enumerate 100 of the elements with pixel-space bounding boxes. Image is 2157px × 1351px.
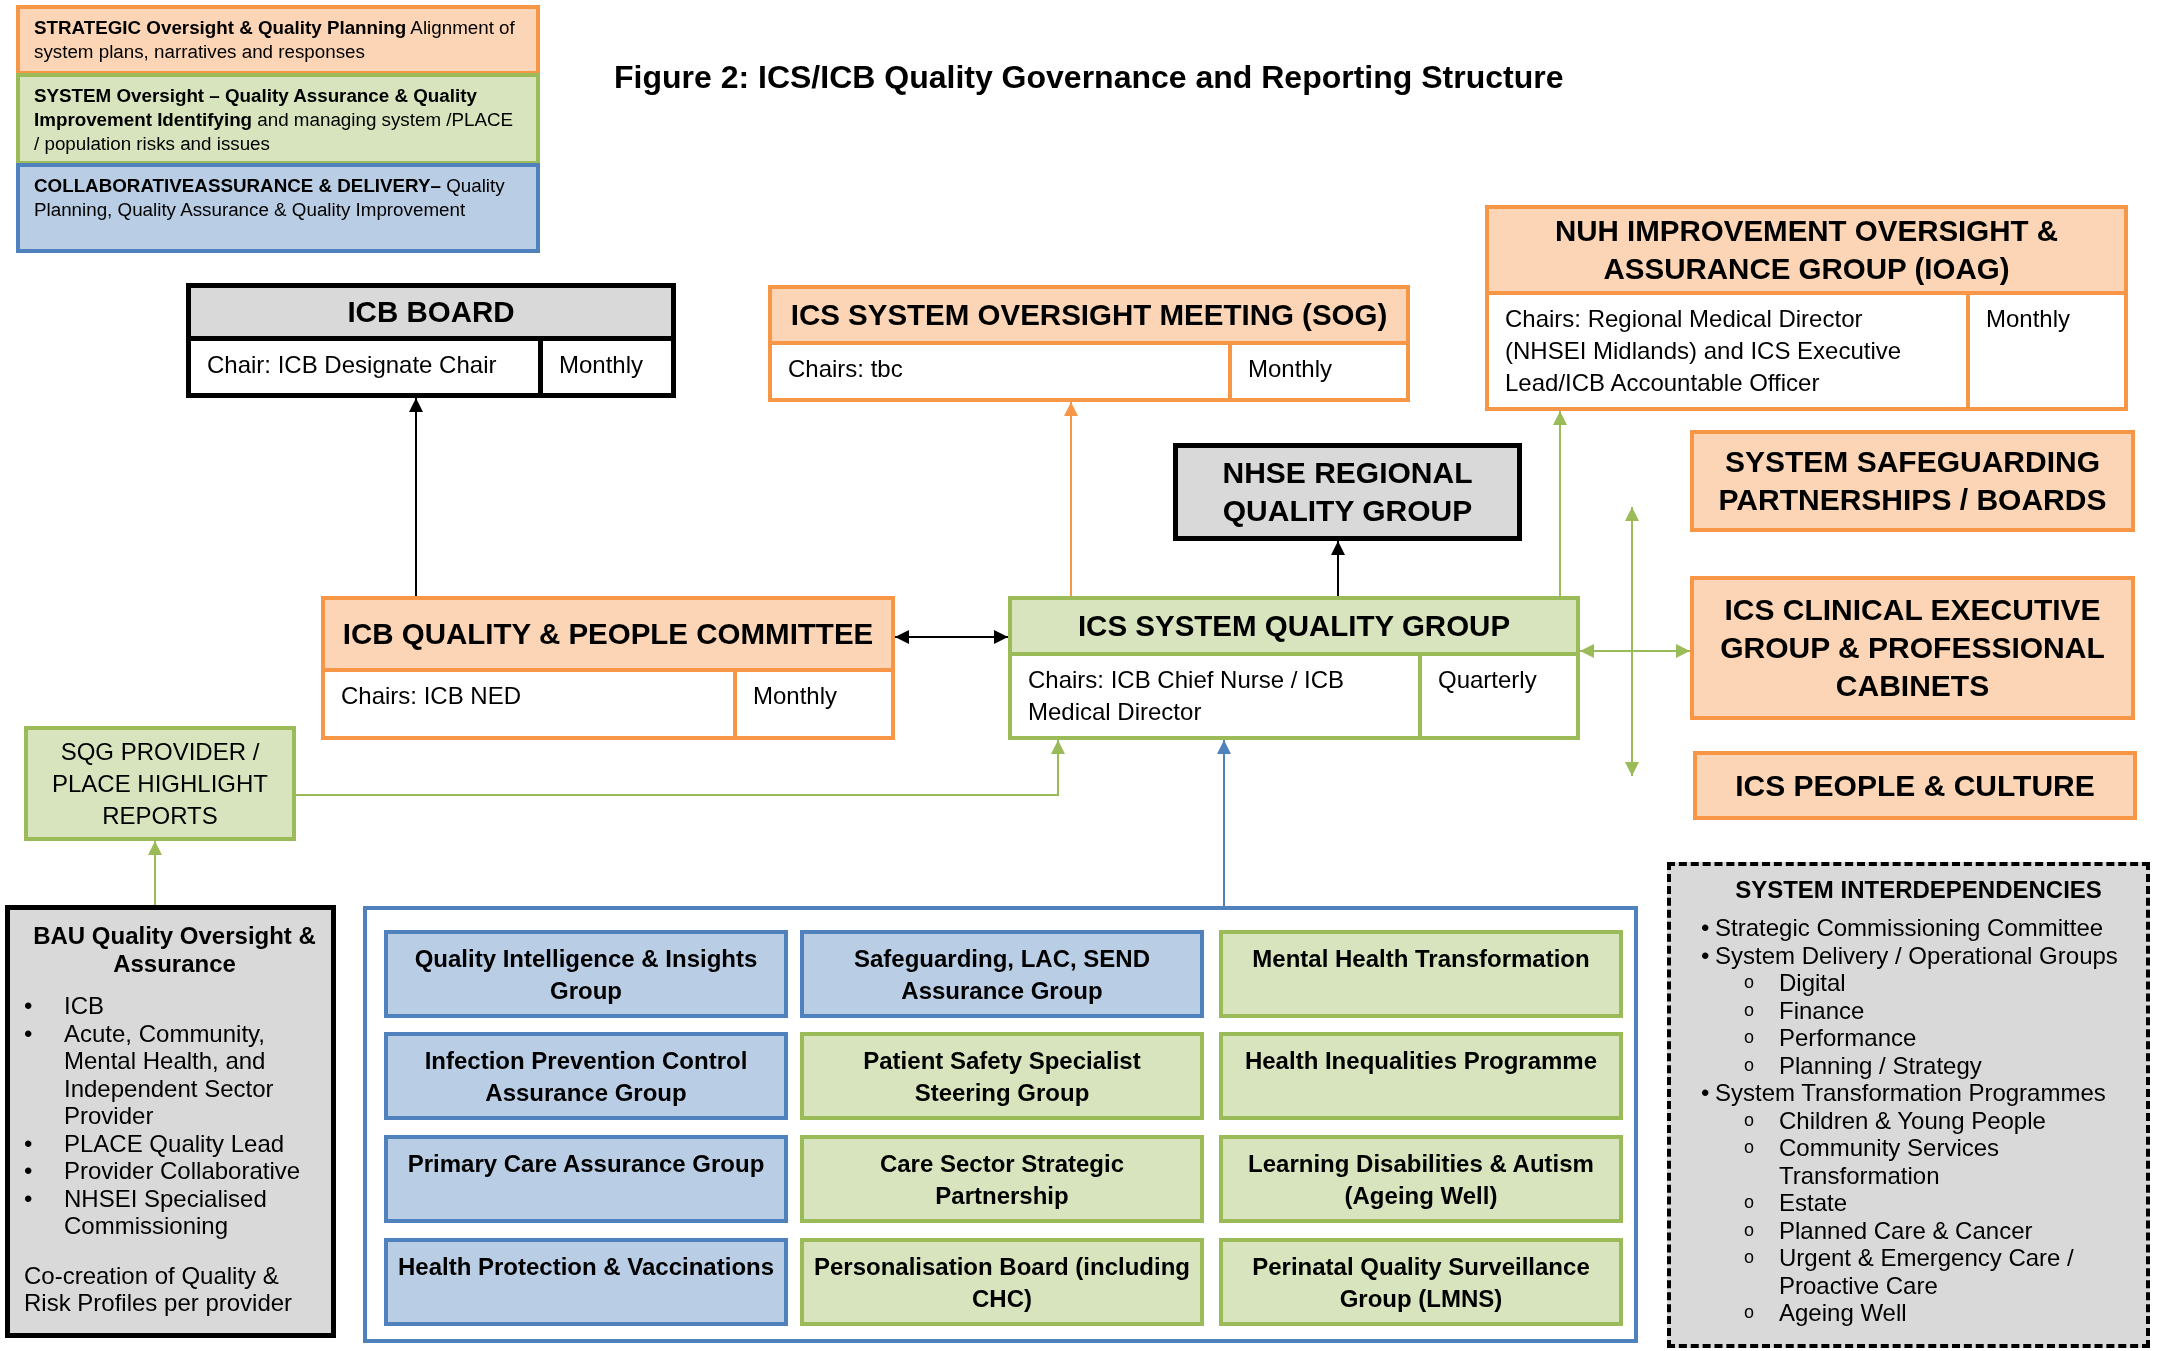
subgroup-box [800, 1032, 1204, 1120]
committee-box [321, 596, 895, 740]
subgroup-box [384, 1135, 788, 1223]
diagram-title: Figure 2: ICS/ICB Quality Governance and Reporting Structure [614, 59, 1564, 96]
bullet-marker: o [1744, 1191, 1755, 1214]
legend-text: STRATEGIC Oversight & Quality Planning Alignment of system plans, narratives and responses [34, 16, 516, 64]
arrow [1579, 644, 1691, 658]
bullet-marker: • [1701, 914, 1711, 942]
frequency-cell: Monthly [1970, 295, 2124, 407]
bullet-marker: o [1744, 998, 1755, 1022]
legend-text: SYSTEM Oversight – Quality Assurance & Quality Improvement Identifying and managing system /PLACE / population risks and issues [34, 84, 515, 156]
bullet-marker: • [1701, 941, 1711, 969]
list-item: Estate [1779, 1189, 1849, 1217]
subgroup-box [1219, 930, 1623, 1018]
arrow [894, 630, 1009, 644]
list-item: Acute, Community, Mental Health, and Independent Sector Provider [64, 1019, 275, 1130]
meeting-box [768, 285, 1410, 402]
arrow [1064, 401, 1078, 597]
subgroup-box [1219, 1238, 1623, 1326]
box-label: NHSE REGIONAL QUALITY GROUP [1221, 455, 1474, 529]
box-label: Quality Intelligence & Insights Group [413, 944, 759, 1006]
bullet-marker: • [24, 1184, 34, 1214]
chair-cell: Chair: ICB Designate Chair [191, 341, 543, 393]
box-label: SQG PROVIDER / PLACE HIGHLIGHT REPORTS [50, 736, 269, 831]
box-label: Infection Prevention Control Assurance Group [423, 1046, 749, 1108]
list-item: PLACE Quality Lead [64, 1129, 286, 1157]
box-label: ICS PEOPLE & CULTURE [1734, 767, 2096, 804]
bullet-marker: • [24, 992, 34, 1020]
arrow [148, 840, 162, 906]
group-box [1690, 576, 2135, 720]
arrow [295, 739, 1065, 796]
subgroup-box [800, 930, 1204, 1018]
list-item: Ageing Well [1779, 1299, 1908, 1327]
list-item: Urgent & Emergency Care / Proactive Care [1779, 1244, 2075, 1299]
list-item: ICB [64, 992, 105, 1020]
frequency-cell: Monthly [543, 341, 671, 393]
bullet-marker: • [24, 1157, 34, 1185]
report-box [24, 726, 296, 841]
frequency-cell: Quarterly [1422, 656, 1576, 736]
board-box [186, 283, 676, 398]
subgroup-box [800, 1135, 1204, 1223]
group-container [363, 906, 1638, 1343]
arrow [1553, 410, 1567, 597]
partnership-box [1690, 430, 2135, 532]
subgroup-box [800, 1238, 1204, 1326]
list-item: Planned Care & Cancer [1779, 1216, 2034, 1244]
box-label: SYSTEM SAFEGUARDING PARTNERSHIPS / BOARDS [1717, 444, 2108, 518]
list-item: NHSEI Specialised Commissioning [64, 1184, 268, 1240]
chair-cell: Chairs: ICB NED [325, 672, 737, 736]
chair-cell: Chairs: Regional Medical Director (NHSEI Midlands) and ICS Executive Lead/ICB Accountable Officer [1489, 295, 1970, 407]
box-label: Primary Care Assurance Group [406, 1149, 766, 1179]
box-label: Learning Disabilities & Autism (Ageing Well) [1247, 1149, 1595, 1211]
box-label: Perinatal Quality Surveillance Group (LMNS) [1251, 1252, 1591, 1314]
list-item: System Delivery / Operational Groups [1715, 941, 2119, 969]
bullet-marker: o [1744, 1108, 1755, 1132]
bullet-marker: • [24, 1019, 34, 1049]
panel-heading: SYSTEM INTERDEPENDENCIES [1734, 876, 2103, 904]
panel-note: Co-creation of Quality & Risk Profiles per provider [24, 1261, 294, 1317]
box-label: Mental Health Transformation [1251, 944, 1591, 974]
list-item: Children & Young People [1779, 1106, 2047, 1134]
subgroup-box [384, 1032, 788, 1120]
list-item: Community Services Transformation [1779, 1134, 2001, 1189]
subgroup-box [384, 1238, 788, 1326]
subgroup-box [1219, 1135, 1623, 1223]
box-label: ICS CLINICAL EXECUTIVE GROUP & PROFESSIONAL CABINETS [1719, 592, 2106, 704]
box-label: Health Protection & Vaccinations [396, 1252, 776, 1282]
bullet-marker: o [1744, 1301, 1755, 1324]
group-box [1485, 205, 2128, 411]
chair-cell: Chairs: tbc [772, 345, 1232, 398]
list-item: Finance [1779, 996, 1866, 1024]
group-box [1693, 751, 2137, 820]
frequency-cell: Monthly [1232, 345, 1406, 398]
bullet-marker: o [1744, 1136, 1755, 1159]
arrow [1331, 540, 1345, 597]
arrow [409, 397, 423, 597]
panel-heading: BAU Quality Oversight & Assurance [32, 922, 317, 978]
group-box [1008, 596, 1580, 740]
list-item: Provider Collaborative [64, 1157, 302, 1185]
box-label: Safeguarding, LAC, SEND Assurance Group [853, 944, 1151, 1006]
chair-cell: Chairs: ICB Chief Nurse / ICB Medical Director [1012, 656, 1422, 736]
bullet-marker: o [1744, 1026, 1755, 1049]
bullet-marker: o [1744, 1246, 1755, 1269]
bullet-marker: o [1744, 971, 1755, 994]
info-panel [1667, 862, 2150, 1348]
subgroup-box [1219, 1032, 1623, 1120]
bullet-marker: o [1744, 1218, 1755, 1242]
arrow [1217, 739, 1231, 907]
box-label: Patient Safety Specialist Steering Group [862, 1046, 1142, 1108]
list-item: Performance [1779, 1024, 1918, 1052]
group-box [1173, 443, 1522, 541]
box-label: Health Inequalities Programme [1243, 1046, 1599, 1076]
bullet-marker: o [1744, 1053, 1755, 1077]
list-item: Digital [1779, 969, 1847, 997]
list-item: System Transformation Programmes [1715, 1079, 2107, 1107]
bullet-marker: • [1701, 1079, 1711, 1107]
bullet-marker: • [24, 1129, 34, 1157]
box-label: Care Sector Strategic Partnership [878, 1149, 1126, 1211]
info-panel [5, 905, 336, 1338]
frequency-cell: Monthly [737, 672, 891, 736]
legend-text: COLLABORATIVEASSURANCE & DELIVERY– Quality Planning, Quality Assurance & Quality Improvement [34, 174, 506, 222]
